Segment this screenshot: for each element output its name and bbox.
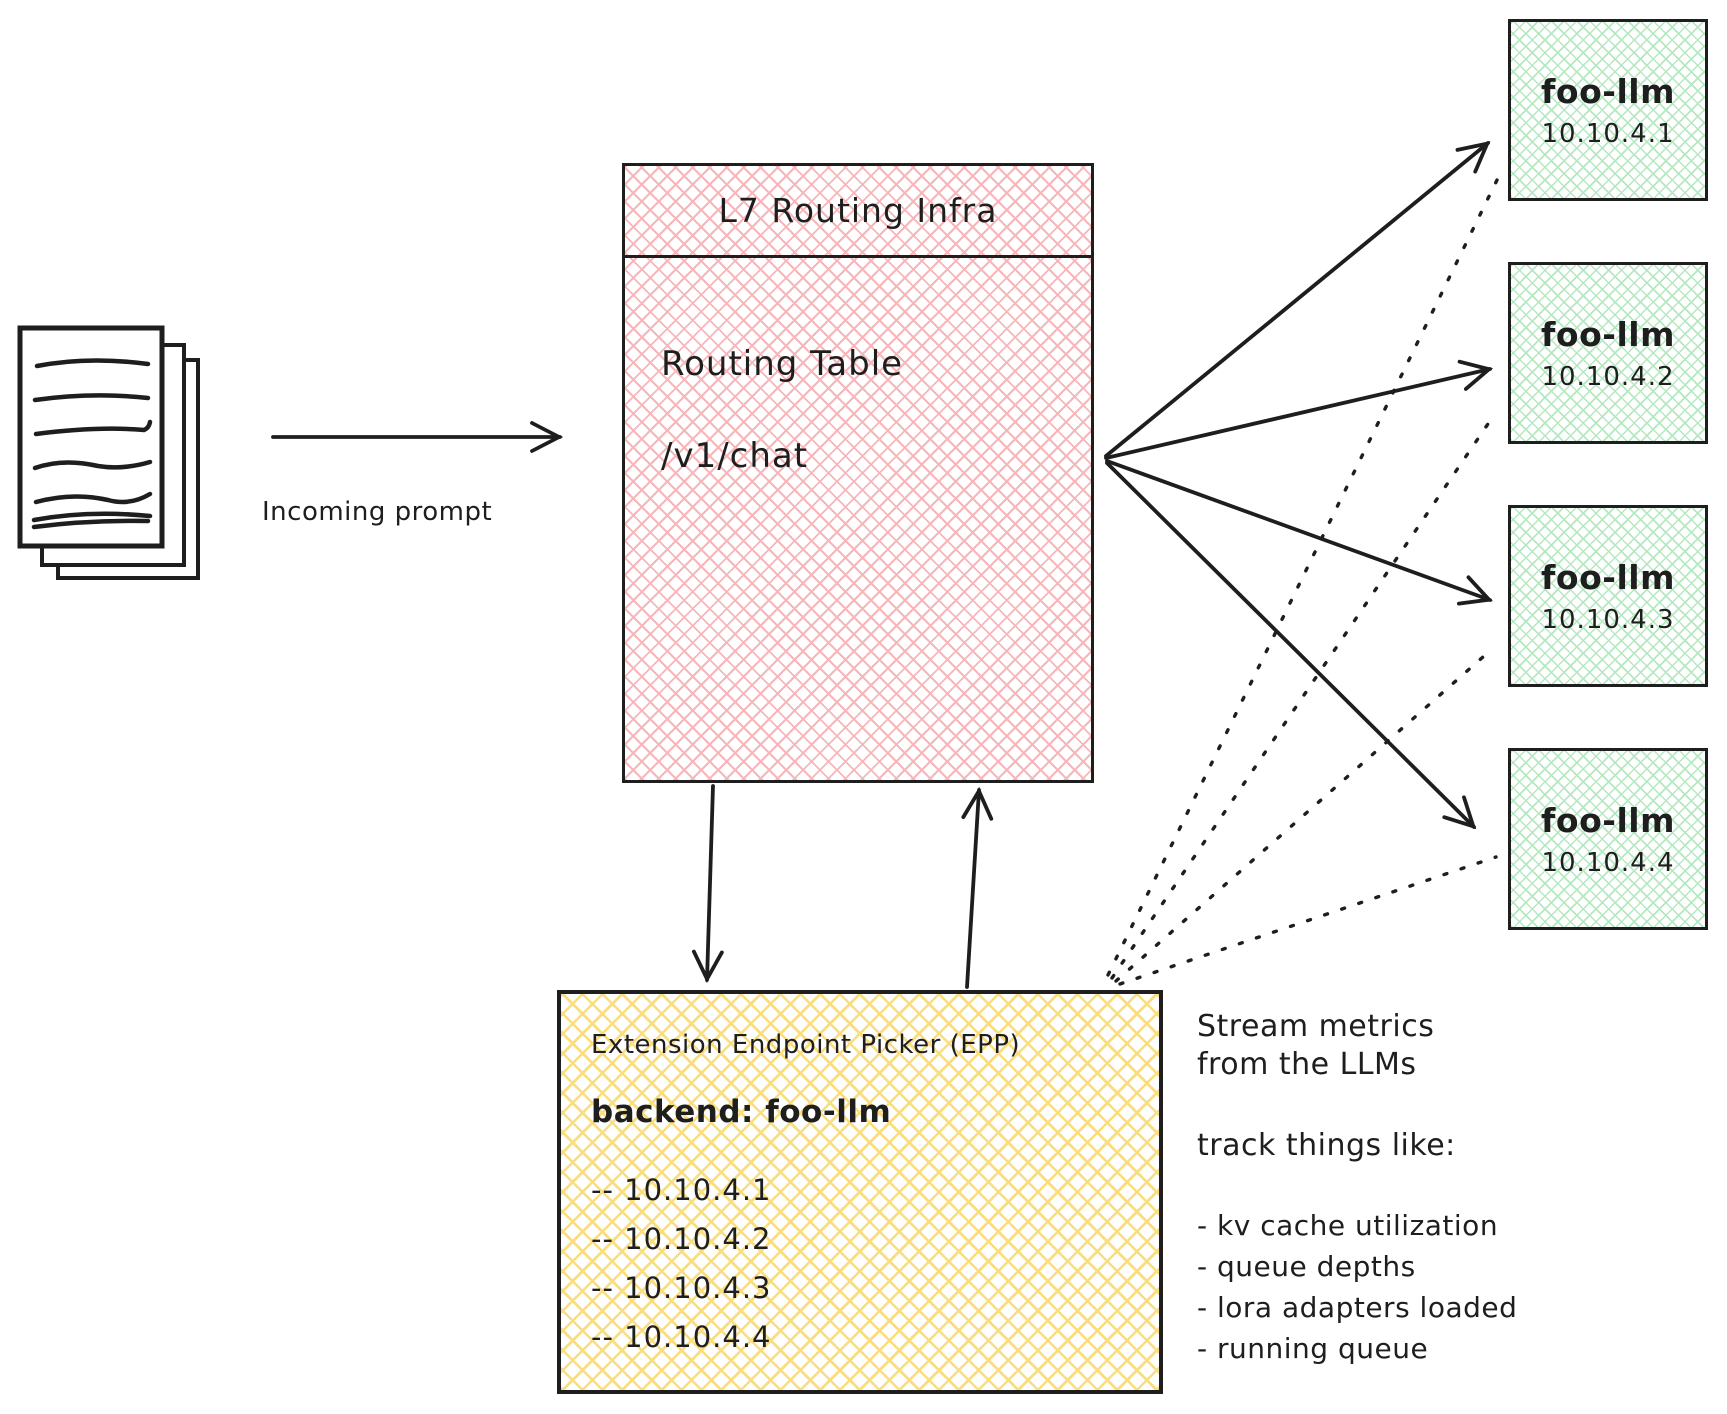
epp-endpoint: -- 10.10.4.4 bbox=[591, 1320, 772, 1354]
epp-endpoint: -- 10.10.4.1 bbox=[591, 1173, 772, 1207]
epp-backend-line: backend: foo-llm bbox=[591, 1094, 892, 1130]
tracked-metric: - lora adapters loaded bbox=[1197, 1291, 1518, 1324]
arrow-router-to-backend-2 bbox=[1104, 359, 1494, 460]
tracked-metric: - kv cache utilization bbox=[1197, 1209, 1499, 1242]
metrics-stream-line-2 bbox=[1110, 413, 1496, 980]
backend-ip: 10.10.4.1 bbox=[1541, 118, 1675, 149]
backend-name: foo-llm bbox=[1541, 800, 1675, 840]
backend-ip: 10.10.4.3 bbox=[1541, 604, 1675, 635]
arrow-router-to-epp bbox=[691, 784, 724, 984]
arrow-router-to-backend-4 bbox=[1105, 461, 1477, 830]
epp-title: Extension Endpoint Picker (EPP) bbox=[591, 1030, 1021, 1060]
document-stack-icon bbox=[17, 325, 200, 580]
route-entry: /v1/chat bbox=[661, 436, 809, 476]
backend-name: foo-llm bbox=[1541, 71, 1675, 111]
backend-name: foo-llm bbox=[1541, 557, 1675, 597]
backend-node-4: foo-llm 10.10.4.4 bbox=[1508, 748, 1708, 930]
backend-name: foo-llm bbox=[1541, 314, 1675, 354]
backend-ip: 10.10.4.4 bbox=[1541, 847, 1675, 878]
routing-table-label: Routing Table bbox=[661, 344, 904, 384]
backend-node-2: foo-llm 10.10.4.2 bbox=[1508, 262, 1708, 444]
incoming-prompt-caption: Incoming prompt bbox=[262, 497, 493, 527]
epp-node: Extension Endpoint Picker (EPP) backend:… bbox=[557, 990, 1163, 1394]
metrics-notes: Stream metrics from the LLMs track thing… bbox=[1197, 1008, 1717, 1369]
metrics-stream-line-3 bbox=[1114, 647, 1494, 983]
arrow-router-to-backend-3 bbox=[1105, 459, 1493, 606]
arrow-epp-to-router bbox=[961, 786, 994, 989]
stream-metrics-line-2: from the LLMs bbox=[1197, 1047, 1417, 1082]
backend-node-3: foo-llm 10.10.4.3 bbox=[1508, 505, 1708, 687]
backend-node-1: foo-llm 10.10.4.1 bbox=[1508, 19, 1708, 201]
epp-endpoint: -- 10.10.4.3 bbox=[591, 1271, 772, 1305]
metrics-stream-line-1 bbox=[1106, 176, 1500, 977]
metrics-stream-line-4 bbox=[1118, 855, 1498, 986]
tracked-metrics-list: - kv cache utilization - queue depths - … bbox=[1197, 1205, 1717, 1369]
epp-endpoint: -- 10.10.4.2 bbox=[591, 1222, 772, 1256]
track-heading: track things like: bbox=[1197, 1128, 1456, 1163]
stream-metrics-line-1: Stream metrics bbox=[1197, 1009, 1435, 1044]
epp-endpoint-list: -- 10.10.4.1 -- 10.10.4.2 -- 10.10.4.3 -… bbox=[591, 1166, 1159, 1362]
backend-ip: 10.10.4.2 bbox=[1541, 361, 1675, 392]
arrow-router-to-backend-1 bbox=[1104, 141, 1491, 458]
router-node: L7 Routing Infra Routing Table /v1/chat bbox=[622, 163, 1094, 783]
tracked-metric: - running queue bbox=[1197, 1332, 1429, 1365]
tracked-metric: - queue depths bbox=[1197, 1250, 1416, 1283]
router-title: L7 Routing Infra bbox=[625, 166, 1091, 258]
router-body: Routing Table /v1/chat bbox=[625, 344, 1091, 476]
